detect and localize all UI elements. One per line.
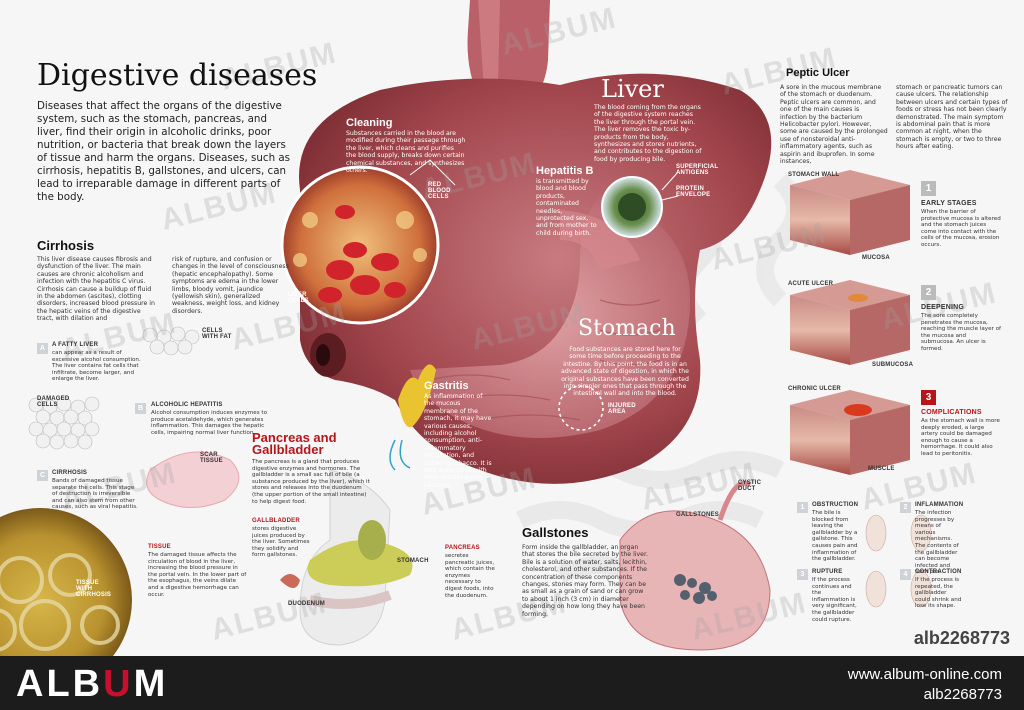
cleaning-text: Substances carried in the blood are modi… — [346, 130, 466, 175]
gastritis-text: As inflammation of the mucous membrane o… — [424, 393, 492, 489]
stage-title: EARLY STAGES — [921, 200, 977, 207]
liver-text: The blood coming from the organs of the … — [594, 104, 702, 163]
stage-text: When the barrier of protective mucosa is… — [921, 209, 1001, 248]
stomach-text: Food substances are stored here for some… — [561, 346, 689, 398]
cleaning-heading: Cleaning — [346, 117, 393, 129]
step-title: ALCOHOLIC HEPATITIS — [151, 402, 223, 408]
pancreas-heading: Pancreas and Gallbladder — [252, 430, 337, 457]
pancreas-sub-text: secretes pancreatic juices, which contai… — [445, 553, 495, 599]
label-stomach: STOMACH — [397, 558, 429, 564]
step-text: The infection progresses by means of var… — [915, 510, 959, 576]
stomach-title: Stomach — [578, 316, 676, 341]
step-title: RUPTURE — [812, 569, 843, 575]
gastritis-heading: Gastritis — [424, 380, 469, 392]
label-submucosa: SUBMUCOSA — [872, 362, 914, 368]
step-title: OBSTRUCTION — [812, 502, 859, 508]
ulcer-col1: A sore in the mucous membrane of the sto… — [780, 84, 888, 166]
stage-badge: 1 — [921, 181, 936, 196]
stage-text: The sore completely penetrates the mucos… — [921, 313, 1002, 352]
label-tissue-cirrhosis: TISSUE WITH CIRRHOSIS — [76, 580, 112, 598]
cirrhosis-col2: risk of rupture, and confusion or change… — [172, 256, 289, 315]
label-acute-ulcer: ACUTE ULCER — [788, 281, 834, 287]
gallstones-heading: Gallstones — [522, 525, 589, 540]
logo-text-a: ALB — [16, 663, 104, 705]
footer-url-link[interactable]: www.album-online.com — [847, 666, 1002, 683]
cirrhosis-col1: This liver disease causes fibrosis and d… — [37, 256, 155, 323]
pancreas-text: The pancreas is a gland that produces di… — [252, 459, 370, 505]
step-badge: A — [37, 343, 48, 354]
album-logo[interactable]: ALBUM — [16, 663, 168, 706]
liver-title: Liver — [601, 75, 664, 103]
step-badge: C — [37, 470, 48, 481]
step-text: can appear as a result of excessive alco… — [52, 350, 141, 383]
reference-id: alb2268773 — [913, 628, 1010, 648]
stage-badge: 3 — [921, 390, 936, 405]
ulcer-heading: Peptic Ulcer — [786, 67, 850, 79]
stage-badge: 2 — [921, 285, 936, 300]
label-liver-cells: LIVER CELLS — [288, 292, 309, 304]
label-stomach-wall: STOMACH WALL — [788, 172, 840, 178]
step-badge: B — [135, 403, 146, 414]
cirrhosis-heading: Cirrhosis — [37, 238, 95, 253]
label-red-blood-cells: RED BLOOD CELLS — [428, 182, 451, 200]
stage-title: COMPLICATIONS — [921, 409, 982, 416]
label-cells-fat: CELLS WITH FAT — [202, 328, 232, 340]
ulcer-col2: stomach or pancreatic tumors can cause u… — [896, 84, 1008, 151]
pancreas-title: PANCREAS — [445, 545, 480, 551]
step-text: Alcohol consumption induces enzymes to p… — [151, 410, 268, 436]
stage-title: DEEPENING — [921, 304, 965, 311]
step-title: CIRRHOSIS — [52, 470, 88, 476]
label-envelope: PROTEIN ENVELOPE — [676, 186, 711, 198]
label-muscle: MUSCLE — [868, 466, 895, 472]
step-title: CONTRACTION — [915, 569, 962, 575]
hepatitis-heading: Hepatitis B — [536, 165, 594, 177]
tissue-title: TISSUE — [148, 544, 171, 550]
step-badge: 2 — [900, 502, 911, 513]
gallstones-text: Form inside the gallbladder, an organ th… — [522, 544, 648, 618]
label-duodenum: DUODENUM — [288, 601, 325, 607]
label-mucosa: MUCOSA — [862, 255, 890, 261]
footer-image-id: alb2268773 — [923, 686, 1002, 703]
label-scar-tissue: SCAR TISSUE — [200, 452, 223, 464]
infographic-poster: ALBUM ALBUM ALBUM ALBUM ALBUM ALBUM ALBU… — [0, 0, 1010, 656]
label-damaged-cells: DAMAGED CELLS — [37, 396, 70, 408]
tissue-text: The damaged tissue affects the circulati… — [148, 552, 247, 598]
gallbladder-text: stores digestive juices produced by the … — [252, 526, 310, 559]
step-text: If the process continues and the inflamm… — [812, 577, 857, 623]
step-title: INFLAMMATION — [915, 502, 964, 508]
gallbladder-title: GALLBLADDER — [252, 518, 300, 524]
label-cystic-duct: CYSTIC DUCT — [738, 480, 762, 492]
label-antigens: SUPERFICIAL ANTIGENS — [676, 164, 719, 176]
step-title: A FATTY LIVER — [52, 342, 99, 348]
step-text: Bands of damaged tissue separate the cel… — [52, 478, 138, 511]
intro-text: Diseases that affect the organs of the d… — [37, 100, 291, 203]
logo-text-u: U — [103, 663, 134, 705]
label-injured-area: INJURED AREA — [608, 403, 636, 415]
hepatitis-text: is transmitted by blood and blood produc… — [536, 178, 597, 237]
label-gallstones: GALLSTONES — [676, 512, 719, 518]
page-title: Digestive diseases — [37, 58, 318, 93]
step-badge: 4 — [900, 569, 911, 580]
logo-text-m: M — [133, 663, 169, 705]
anatomy-illustration — [0, 0, 932, 656]
footer-bar: ALBUM www.album-online.com alb2268773 — [0, 656, 1024, 710]
label-chronic-ulcer: CHRONIC ULCER — [788, 386, 841, 392]
step-badge: 3 — [797, 569, 808, 580]
stage-text: As the stomach wall is more deeply erode… — [921, 418, 1000, 457]
step-text: If the process is repeated, the gallblad… — [915, 577, 962, 610]
step-badge: 1 — [797, 502, 808, 513]
step-text: The bile is blocked from leaving the gal… — [812, 510, 858, 563]
